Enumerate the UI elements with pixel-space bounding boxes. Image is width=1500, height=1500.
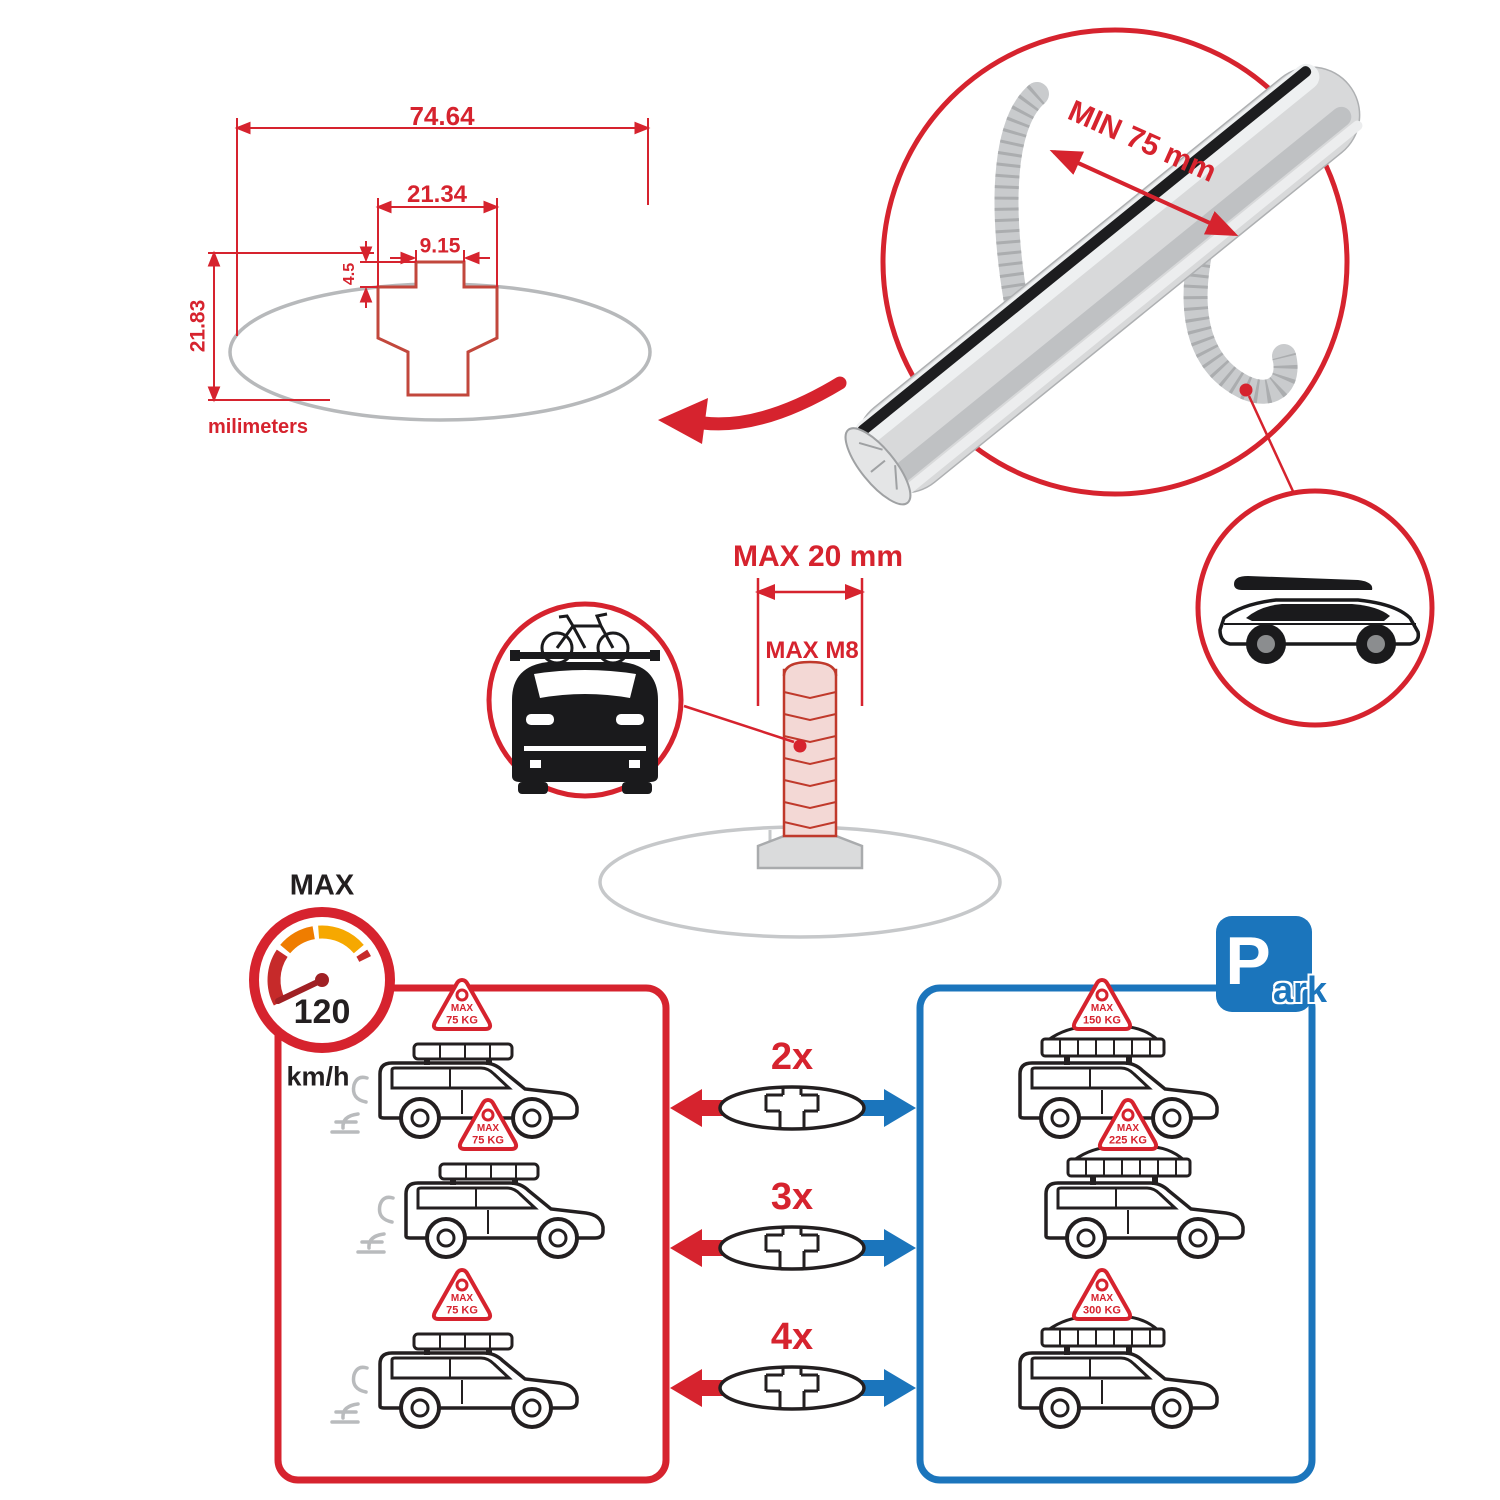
suv-roofbox-illustration bbox=[1218, 576, 1421, 664]
callout-line bbox=[1247, 395, 1299, 501]
bolt-max-thread-label: MAX M8 bbox=[765, 637, 859, 664]
car-front-icon bbox=[510, 650, 660, 794]
speed-max-label: MAX bbox=[289, 869, 355, 902]
speed-unit-label: km/h bbox=[286, 1061, 350, 1092]
dim-channel-width: 21.34 bbox=[406, 181, 468, 208]
tag-park-2-max: MAX bbox=[1116, 1123, 1140, 1134]
dimension-lines bbox=[207, 118, 651, 403]
dim-total-height: 21.83 bbox=[186, 299, 210, 353]
bolt-dimension-lines bbox=[755, 578, 865, 706]
callout-dot bbox=[1239, 383, 1253, 397]
tag-drive-2-max: MAX bbox=[476, 1123, 500, 1134]
multiplier-label-3: 4x bbox=[770, 1316, 814, 1358]
tag-drive-3-load: 75 KG bbox=[446, 1304, 478, 1317]
tag-drive-3-max: MAX bbox=[450, 1293, 474, 1304]
t-bolt-illustration bbox=[756, 660, 864, 870]
park-sign-rest: ark bbox=[1272, 969, 1328, 1010]
tag-drive-2-load: 75 KG bbox=[472, 1134, 504, 1147]
callout-line bbox=[683, 704, 795, 744]
crossbar-section-icon bbox=[718, 1225, 866, 1271]
car-bike-circle bbox=[486, 601, 684, 799]
dim-slot-width: 9.15 bbox=[419, 234, 461, 258]
row-3-icons bbox=[670, 1365, 916, 1411]
dim-unit-label: milimeters bbox=[207, 416, 309, 438]
clamp-strap-left-icon bbox=[994, 82, 1049, 314]
tag-park-2-load: 225 KG bbox=[1109, 1134, 1147, 1147]
multiplier-label-1: 2x bbox=[770, 1036, 814, 1078]
speed-value: 120 bbox=[293, 993, 351, 1031]
tag-park-3-max: MAX bbox=[1090, 1293, 1114, 1304]
tag-park-1-max: MAX bbox=[1090, 1003, 1114, 1014]
dim-total-width: 74.64 bbox=[409, 101, 475, 131]
tag-park-1-load: 150 KG bbox=[1083, 1014, 1121, 1027]
park-sign bbox=[1216, 916, 1312, 1012]
crossbar-section-icon bbox=[718, 1085, 866, 1131]
speedometer-needle bbox=[275, 977, 325, 1004]
bolt-diagram bbox=[598, 578, 1002, 939]
tag-drive-1-max: MAX bbox=[450, 1003, 474, 1014]
park-sign-initial: P bbox=[1225, 923, 1271, 999]
tag-park-3-load: 300 KG bbox=[1083, 1304, 1121, 1317]
crossbar-section-icon bbox=[718, 1365, 866, 1411]
min-span-dimension-arrow bbox=[1049, 150, 1239, 236]
crossbar-detail-circle bbox=[658, 27, 1363, 506]
row-1-icons bbox=[670, 1085, 916, 1131]
row-2-icons bbox=[670, 1225, 916, 1271]
cross-section-drawing bbox=[207, 118, 652, 422]
suv-roofbox-circle bbox=[1195, 488, 1435, 728]
pointer-arrow-to-drawing bbox=[658, 376, 847, 444]
callout-dot bbox=[793, 739, 807, 753]
tag-drive-1-load: 75 KG bbox=[446, 1014, 478, 1027]
speedometer bbox=[249, 907, 395, 1053]
multiplier-label-2: 3x bbox=[770, 1176, 814, 1218]
dim-lip-height: 4.5 bbox=[341, 262, 358, 286]
bolt-max-width-label: MAX 20 mm bbox=[732, 540, 904, 573]
